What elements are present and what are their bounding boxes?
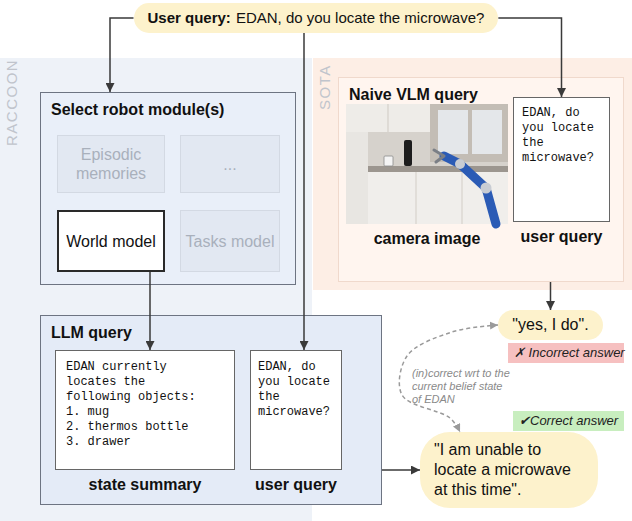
module-box: ... bbox=[180, 135, 280, 193]
sota-region: SOTA Naive VLM query camera image EDAN, do … bbox=[313, 58, 632, 290]
cabinet-seam bbox=[416, 172, 417, 224]
mug bbox=[384, 156, 393, 166]
node-frame: EDAN currently locates the following obj… bbox=[55, 350, 235, 470]
camera-photo bbox=[346, 104, 508, 224]
summary-text: EDAN currently locates the following obj… bbox=[66, 360, 206, 405]
user-query-box: EDAN, do you locate the microwave?user q… bbox=[250, 350, 342, 500]
llm-query-box: LLM queryEDAN currently locates the foll… bbox=[40, 315, 382, 505]
module-name: Episodic memories bbox=[62, 145, 160, 183]
box-heading: Naive VLM query bbox=[349, 85, 613, 104]
flow-arrow bbox=[382, 469, 420, 471]
robot-joint bbox=[455, 159, 465, 169]
answer-text: "yes, I do". bbox=[506, 310, 595, 340]
photo-window bbox=[430, 104, 508, 162]
user-query-pill: User query: EDAN, do you locate the micro… bbox=[134, 3, 499, 33]
region-label: SOTA bbox=[317, 64, 333, 110]
box-caption: user query bbox=[220, 475, 372, 494]
flow-arrow bbox=[303, 33, 305, 350]
box-caption: user query bbox=[483, 227, 632, 246]
module-box: Episodic memories bbox=[57, 135, 165, 193]
verdict-text: ✗ Incorrect answer bbox=[514, 343, 618, 363]
module-name: ... bbox=[223, 155, 236, 174]
region-label: RACCOON bbox=[4, 59, 20, 146]
state-summary-box: EDAN currently locates the following obj… bbox=[55, 350, 235, 500]
node-frame: EDAN, do you locate the microwave? bbox=[513, 97, 610, 222]
robot-arm bbox=[444, 156, 496, 224]
module-selector-box: Select robot module(s) Episodic memories.… bbox=[40, 92, 296, 285]
query-text: EDAN, do you locate the microwave? bbox=[522, 106, 600, 166]
module-box: Tasks model bbox=[180, 210, 280, 272]
comparison-arrow bbox=[399, 325, 498, 432]
module-name: Tasks model bbox=[186, 232, 275, 251]
summary-item: 1. mug bbox=[66, 405, 206, 420]
query-text: EDAN, do you locate the microwave? bbox=[258, 360, 334, 420]
edge-label: (in)correct wrt to the current belief st… bbox=[412, 367, 512, 406]
box-caption: state summary bbox=[55, 475, 235, 494]
photo-wall bbox=[346, 104, 508, 224]
flow-arrow bbox=[498, 18, 561, 97]
answer-bubble: "yes, I do". bbox=[498, 310, 603, 340]
flow-arrow bbox=[110, 18, 134, 92]
window-pane bbox=[438, 110, 468, 154]
query-text: EDAN, do you locate the microwave? bbox=[236, 9, 484, 26]
vlm-query-box: Naive VLM query camera image EDAN, do you … bbox=[338, 77, 624, 282]
camera-image-frame: camera image bbox=[346, 104, 508, 249]
selected-module-box: World model bbox=[57, 210, 165, 272]
tall-cabinet bbox=[346, 132, 368, 224]
raccoon-region: RACCOON Select robot module(s) Episodic me… bbox=[0, 58, 312, 521]
box-caption: camera image bbox=[346, 229, 508, 248]
thermos-bottle bbox=[404, 140, 412, 166]
robot-joint bbox=[481, 183, 492, 194]
cabinet-seam bbox=[388, 104, 389, 132]
cabinet-seam bbox=[462, 172, 463, 224]
flow-arrow bbox=[149, 272, 151, 350]
user-query-box: EDAN, do you locate the microwave?user q… bbox=[513, 97, 610, 249]
robot-gripper bbox=[434, 150, 444, 162]
verdict-text: ✔Correct answer bbox=[519, 411, 618, 431]
window-pane bbox=[472, 110, 502, 154]
answer-text: "I am unable to locate a microwave at th… bbox=[434, 440, 584, 500]
flow-arrow bbox=[550, 282, 552, 310]
module-name: World model bbox=[66, 232, 156, 251]
box-heading: LLM query bbox=[51, 323, 371, 342]
counter-top bbox=[368, 166, 508, 172]
node-frame: EDAN, do you locate the microwave? bbox=[250, 350, 342, 470]
summary-item: 3. drawer bbox=[66, 435, 206, 450]
node-frame bbox=[346, 104, 508, 224]
answer-bubble: "I am unable to locate a microwave at th… bbox=[420, 432, 598, 508]
verdict-tag: ✔Correct answer bbox=[513, 411, 624, 431]
lower-cabinet bbox=[368, 172, 508, 224]
verdict-tag: ✗ Incorrect answer bbox=[508, 343, 624, 363]
upper-cabinet bbox=[346, 104, 430, 132]
query-label: User query: bbox=[148, 9, 231, 26]
box-heading: Select robot module(s) bbox=[51, 100, 285, 119]
summary-item: 2. thermos bottle bbox=[66, 420, 206, 435]
